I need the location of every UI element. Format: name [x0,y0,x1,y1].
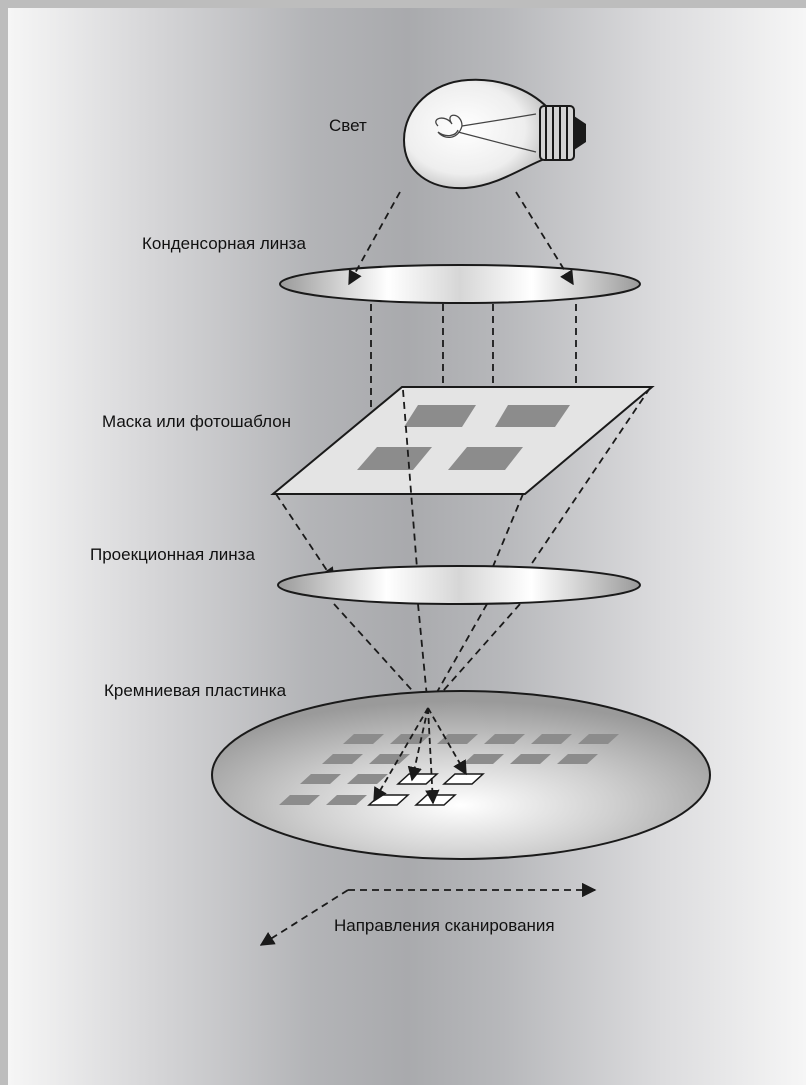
light-bulb-icon [402,78,586,190]
exposed-die [442,773,485,785]
wafer-die [463,754,504,764]
wafer-die [557,754,598,764]
condenser-lens [279,264,641,304]
light-label: Свет [329,116,367,135]
wafer-die [300,774,341,784]
wafer-die [326,795,367,805]
wafer-die [279,795,320,805]
mask-pattern [404,405,476,427]
mask-pattern [495,405,570,427]
projection-lens-label: Проекционная линза [90,545,255,564]
wafer-die [437,734,478,744]
photomask [270,386,655,495]
wafer-die [343,734,384,744]
wafer-die [347,774,388,784]
wafer-die [510,754,551,764]
wafer-die [484,734,525,744]
condenser-lens-label: Конденсорная линза [142,234,306,253]
mask-pattern [448,447,523,470]
wafer-die [578,734,619,744]
mask-pattern [357,447,432,470]
scan-directions-label: Направления сканирования [334,916,555,935]
focal-to-wafer-rays [373,707,467,805]
wafer-die [531,734,572,744]
wafer-die [322,754,363,764]
light-to-condenser-rays [348,191,574,286]
wafer-die [369,754,410,764]
wafer-label: Кремниевая пластинка [104,681,287,700]
mask-label: Маска или фотошаблон [102,412,291,431]
scan-direction-arrows [259,882,597,946]
projection-lens [277,565,641,605]
diagram-background [8,8,806,1085]
